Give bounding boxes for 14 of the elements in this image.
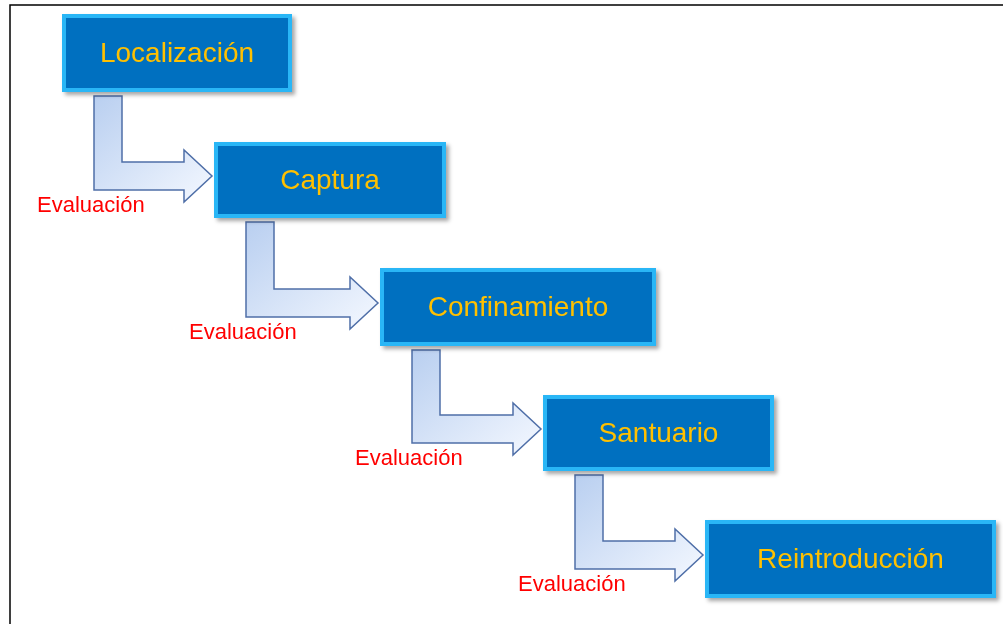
process-box	[62, 14, 292, 92]
box-label: Confinamiento	[427, 291, 609, 323]
process-box	[543, 395, 774, 471]
process-box	[214, 142, 446, 218]
bent-arrow	[574, 474, 705, 583]
bent-arrow	[245, 221, 380, 331]
process-box	[380, 268, 656, 346]
box-label: Captura	[280, 164, 380, 196]
bent-arrow	[411, 349, 543, 457]
box-label: Reintroducción	[757, 543, 944, 575]
box-label: Localización	[99, 37, 255, 69]
bent-arrow	[93, 95, 214, 204]
process-box	[705, 520, 996, 598]
box-label: Santuario	[598, 417, 719, 449]
